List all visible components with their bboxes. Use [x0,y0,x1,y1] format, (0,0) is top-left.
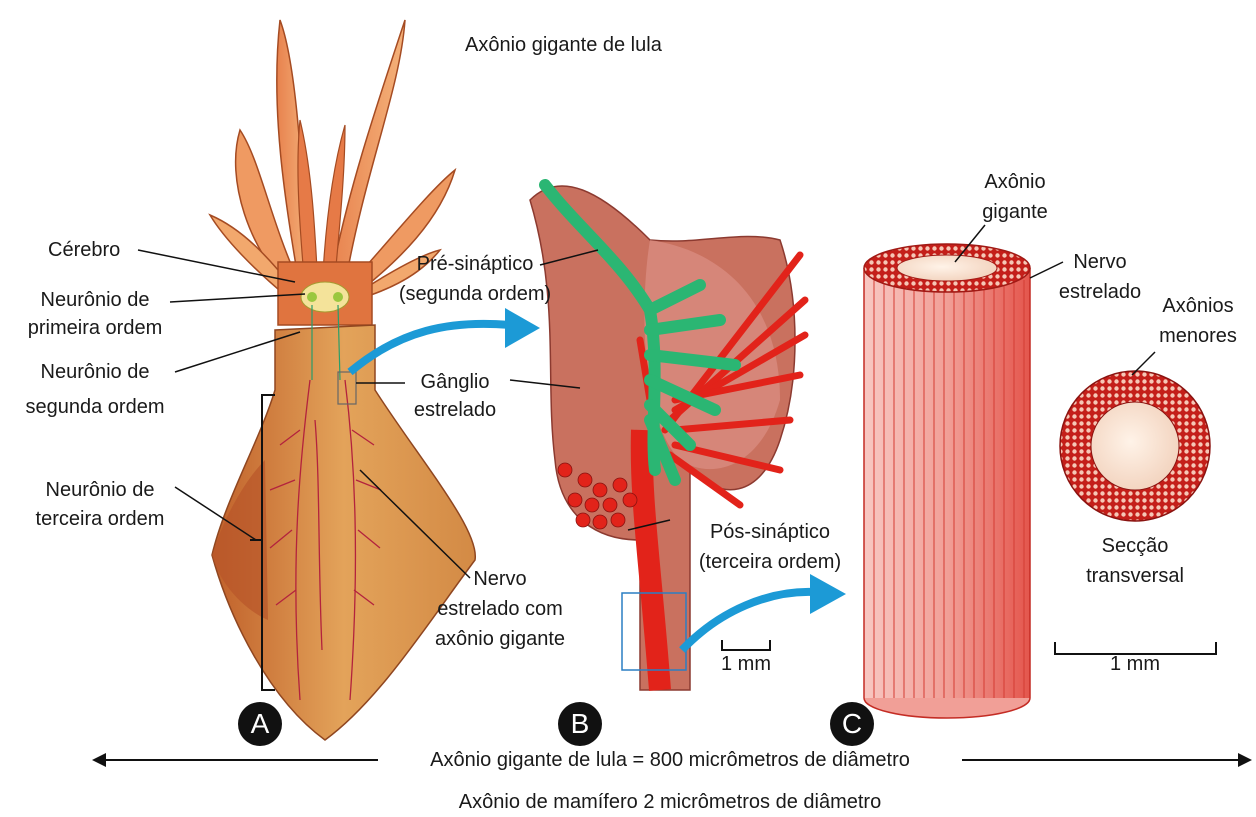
label-axonio-line2: gigante [960,200,1070,224]
label-menores-line2: menores [1148,324,1248,348]
figure-title: Axônio gigante de lula [465,33,662,57]
label-nervo-estrelado-line1: Nervo [1045,250,1155,274]
label-terceira-line1: Neurônio de [30,478,170,502]
label-terceira-line2: terceira ordem [30,507,170,531]
label-pos-line2: (terceira ordem) [685,550,855,574]
badge-b: B [558,702,602,746]
label-menores-line1: Axônios [1148,294,1248,318]
label-cerebro: Cérebro [48,238,120,262]
label-pre-line1: Pré-sináptico [385,252,565,276]
label-nervo-estrelado-line2: estrelado [1045,280,1155,304]
badge-a: A [238,702,282,746]
label-segunda-line1: Neurônio de [20,360,170,384]
comparison-text: Axônio gigante de lula = 800 micrômetros… [380,748,960,772]
label-pos-line1: Pós-sináptico [685,520,855,544]
label-primeira-line2: primeira ordem [20,316,170,340]
badge-c: C [830,702,874,746]
arrow-b-to-c [682,592,815,650]
label-nervo-line2: estrelado com [420,597,580,621]
label-pre-line2: (segunda ordem) [385,282,565,306]
label-seccao-line1: Secção [1080,534,1190,558]
label-seccao-line2: transversal [1080,564,1190,588]
label-primeira-line1: Neurônio de [20,288,170,312]
label-ganglio-line2: estrelado [400,398,510,422]
cross-section [1060,371,1210,521]
scale-bar-b [722,640,770,650]
scale-label-c: 1 mm [1095,652,1175,676]
label-nervo-line1: Nervo [420,567,580,591]
label-segunda-line2: segunda ordem [20,395,170,419]
label-nervo-line3: axônio gigante [420,627,580,651]
mammal-text: Axônio de mamífero 2 micrômetros de diâm… [380,790,960,814]
scale-label-b: 1 mm [706,652,786,676]
nerve-cylinder [864,244,1030,718]
label-ganglio-line1: Gânglio [400,370,510,394]
label-axonio-line1: Axônio [960,170,1070,194]
